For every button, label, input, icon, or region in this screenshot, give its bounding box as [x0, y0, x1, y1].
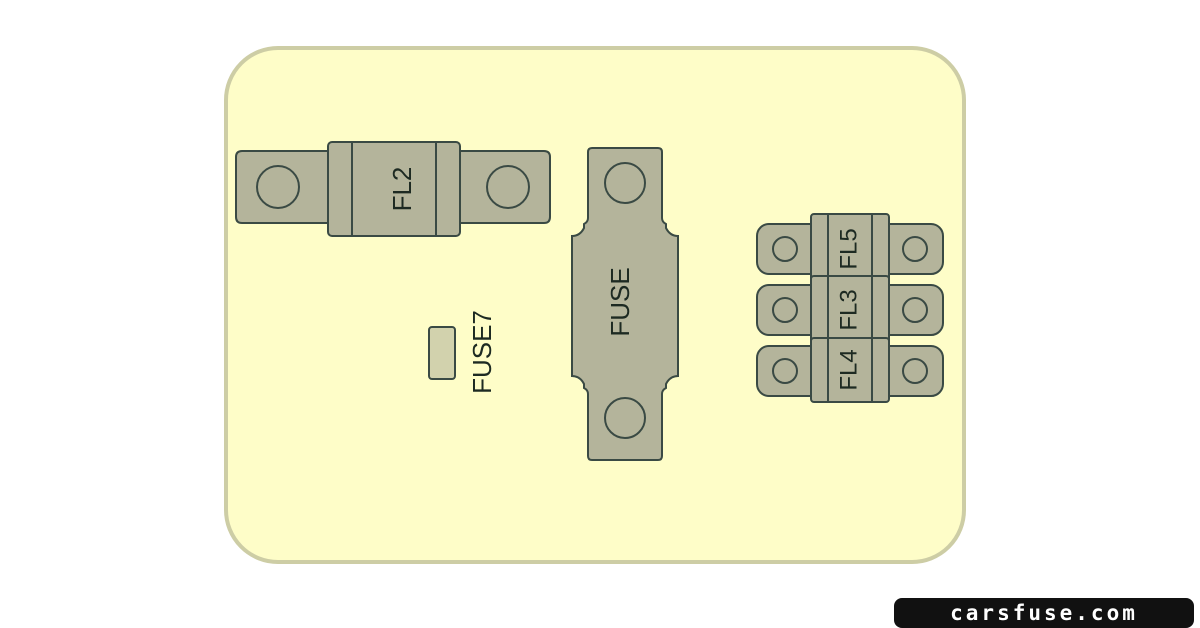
- fl2-label: FL2: [387, 167, 417, 212]
- fuse-fl4: FL4: [756, 337, 944, 403]
- fuse-fl5: FL5: [756, 213, 944, 283]
- fl3-label: FL3: [835, 289, 862, 330]
- fuse-main: FUSE: [571, 147, 679, 461]
- fuse-main-label: FUSE: [605, 267, 635, 336]
- watermark-text: carsfuse.com: [950, 601, 1138, 625]
- fuse-fl2: FL2: [235, 141, 551, 237]
- fl5-label: FL5: [835, 228, 862, 269]
- fuse7-label: FUSE7: [467, 310, 497, 394]
- fuse-fl3: FL3: [756, 275, 944, 345]
- carsfuse-watermark: carsfuse.com: [894, 598, 1194, 628]
- fuse-fuse7: FUSE7: [428, 310, 497, 394]
- fl4-label: FL4: [835, 349, 862, 390]
